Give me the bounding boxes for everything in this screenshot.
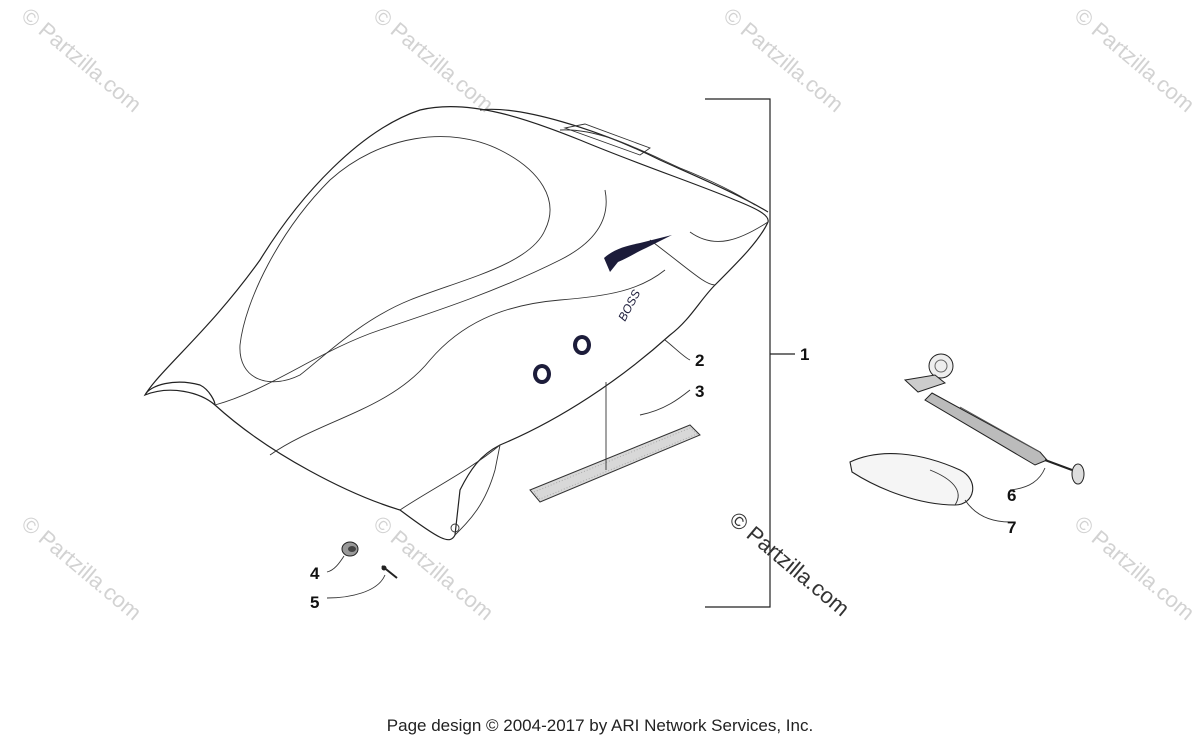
callout-2: 2 <box>695 351 704 370</box>
seat-rear-cowl-panel <box>563 123 651 156</box>
seat-port-left-inner <box>537 368 547 380</box>
part-6-barrel <box>924 392 1048 466</box>
seat-rear-side <box>689 221 769 242</box>
watermark-top-left: © Partzilla.com <box>17 3 147 117</box>
leader-3 <box>639 389 691 416</box>
part-4-grommet-inner <box>348 546 356 552</box>
part-7-pouch <box>849 453 974 506</box>
watermark-bottom-left: © Partzilla.com <box>17 511 147 625</box>
part-1-bracket <box>639 98 795 608</box>
arctic-cat-logo-icon <box>604 235 672 272</box>
parts-4-5 <box>326 541 398 599</box>
seat-body-outline <box>143 106 769 541</box>
part-6-gauge-inner <box>934 359 948 373</box>
part-6-head <box>903 374 947 393</box>
part-3-strip <box>529 382 701 503</box>
leader-6 <box>1009 467 1046 491</box>
center-watermark: © Partzilla.com <box>725 507 855 621</box>
callout-6: 6 <box>1007 486 1016 505</box>
seat-skirt-hole <box>450 523 460 533</box>
part-6-gauge <box>928 353 954 379</box>
part-6-barrel-line <box>959 406 1041 453</box>
seat-lower-panel <box>269 269 666 456</box>
part-6-rod <box>1044 459 1073 471</box>
leader-7 <box>964 499 1011 523</box>
seat-cushion-panel <box>239 136 551 383</box>
leader-5 <box>326 574 386 599</box>
watermark-bottom-far-right: © Partzilla.com <box>1070 511 1200 625</box>
part-5-pin-head <box>381 565 387 571</box>
seat-skirt <box>454 444 501 536</box>
callout-5: 5 <box>310 593 319 612</box>
watermark-bottom-center: © Partzilla.com <box>369 511 499 625</box>
callout-3: 3 <box>695 382 704 401</box>
callout-7: 7 <box>1007 518 1016 537</box>
seat-side-panel <box>214 189 607 406</box>
parts-6-7 <box>849 353 1085 523</box>
part-6-handle <box>1071 463 1085 485</box>
bracket-line <box>705 98 771 608</box>
seat-front-lip <box>144 381 216 406</box>
seat-rear-cowl <box>479 108 769 213</box>
seat-side-edge <box>649 239 716 286</box>
callout-4: 4 <box>310 564 320 583</box>
watermark-top-far-right: © Partzilla.com <box>1070 3 1200 117</box>
callout-1: 1 <box>800 345 809 364</box>
seat-rear-cowl-edge <box>559 129 756 206</box>
watermark-group: © Partzilla.com © Partzilla.com © Partzi… <box>17 3 1200 625</box>
watermark-top-right: © Partzilla.com <box>719 3 849 117</box>
leader-2 <box>664 339 691 361</box>
seat-bottom-edge <box>399 444 501 511</box>
leader-4 <box>326 555 345 573</box>
seat-assembly: BOSS <box>143 106 769 541</box>
seat-logo-text: BOSS <box>615 287 643 323</box>
part-7-pouch-flap <box>929 469 959 506</box>
watermark-top-center: © Partzilla.com <box>369 3 499 117</box>
footer-copyright: Page design © 2004-2017 by ARI Network S… <box>386 716 814 735</box>
seat-port-right-inner <box>577 339 587 351</box>
